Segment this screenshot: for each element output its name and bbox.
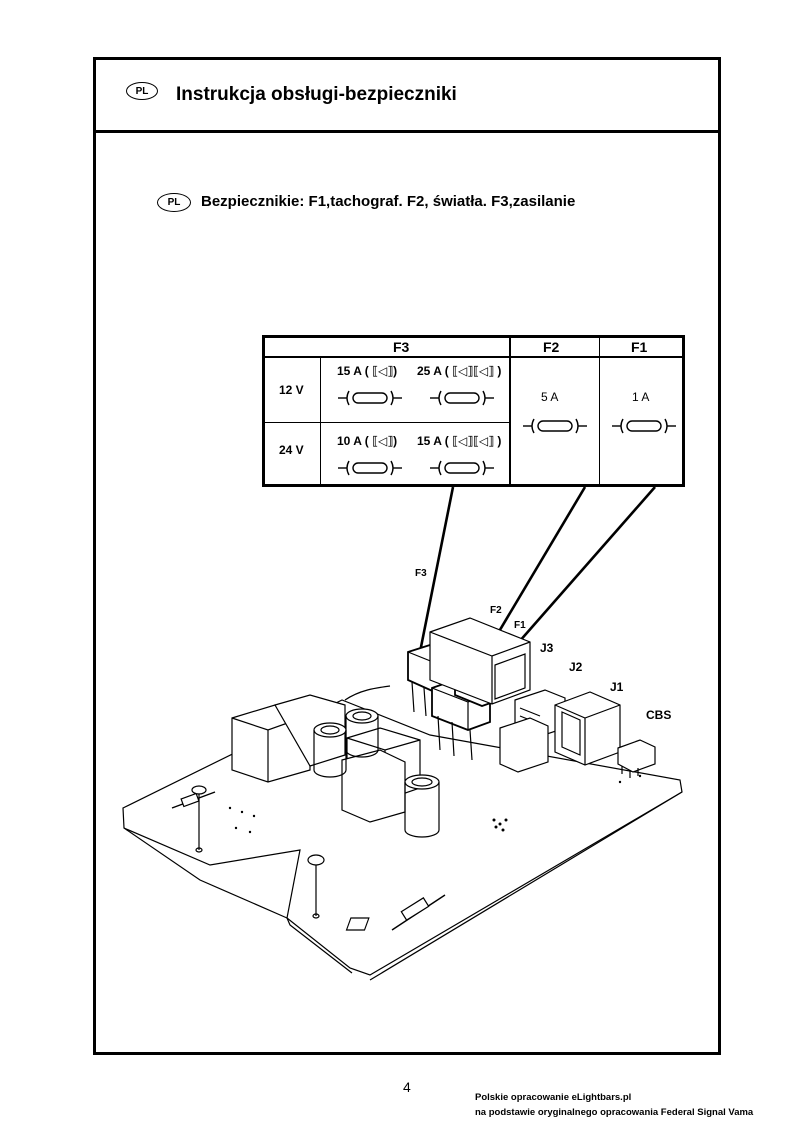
column-header-f2: F2 [543, 339, 560, 355]
fuse-symbol [523, 418, 587, 434]
section-heading: Bezpiecznikie: F1,tachograf. F2, światła… [201, 193, 576, 210]
header-bar: PL Instrukcja obsługi-bezpieczniki [96, 60, 718, 133]
section-language-badge: PL [157, 193, 191, 212]
leader-line-f1 [496, 486, 656, 668]
f3-24v-single-rating: 10 A ( ⟦◁⟧) [337, 434, 398, 448]
connector-j3 [429, 617, 531, 705]
language-badge: PL [126, 82, 158, 100]
board-pad [345, 917, 370, 931]
table-row-divider [265, 422, 509, 423]
table-col-divider [599, 338, 600, 484]
diagram-label-f2: F2 [490, 605, 502, 616]
single-lightbar-icon: ⟦◁⟧ [372, 364, 394, 378]
f3-24v-double-rating: 15 A ( ⟦◁⟧⟦◁⟧ ) [417, 434, 502, 448]
f1-rating: 1 A [632, 390, 650, 404]
capacitor-component [345, 708, 379, 758]
diagram-label-cbs: CBS [646, 708, 672, 722]
resistor-component [171, 791, 216, 809]
credit-text: Polskie opracowanie eLightbars.pl na pod… [475, 1090, 753, 1120]
fuse-symbol [338, 460, 402, 476]
table-col-divider [320, 358, 321, 484]
column-header-f1: F1 [631, 339, 648, 355]
double-lightbar-icon: ⟦◁⟧⟦◁⟧ [448, 434, 498, 448]
credit-line: na podstawie oryginalnego opracowania Fe… [475, 1107, 754, 1118]
f3-12v-double-rating: 25 A ( ⟦◁⟧⟦◁⟧ ) [417, 364, 502, 378]
relay-component [341, 749, 406, 823]
fuse-symbol [338, 390, 402, 406]
fuse-rating-table: F3 F2 F1 12 V 24 V 15 A ( ⟦◁⟧) 25 A ( ⟦◁… [262, 335, 685, 487]
table-header-divider [265, 356, 682, 358]
fuse-symbol [430, 460, 494, 476]
standoff-component [307, 854, 325, 919]
diagram-label-j1: J1 [610, 680, 624, 694]
column-header-f3: F3 [393, 339, 410, 355]
credit-line: Polskie opracowanie eLightbars.pl [475, 1092, 632, 1103]
connector-j1 [554, 691, 621, 766]
f2-rating: 5 A [541, 390, 559, 404]
resistor-component [391, 894, 446, 931]
row-label-12v: 12 V [279, 383, 304, 397]
capacitor-component [404, 774, 440, 838]
double-lightbar-icon: ⟦◁⟧⟦◁⟧ [448, 364, 498, 378]
diagram-label-f1: F1 [514, 620, 526, 631]
table-col-divider [509, 338, 511, 484]
wire [344, 685, 391, 701]
leader-line-f2 [486, 486, 587, 651]
row-label-24v: 24 V [279, 443, 304, 457]
fuse-symbols [338, 390, 676, 476]
f3-12v-single-rating: 15 A ( ⟦◁⟧) [337, 364, 398, 378]
board-dots [228, 774, 642, 834]
diagram-label-j3: J3 [540, 641, 554, 655]
fuse-symbol [612, 418, 676, 434]
leader-line-f3 [418, 486, 455, 653]
single-lightbar-icon: ⟦◁⟧ [372, 434, 394, 448]
capacitor-component [313, 722, 347, 778]
diagram-label-j2: J2 [569, 660, 583, 674]
diagram-label-f3: F3 [415, 568, 427, 579]
page-number: 4 [403, 1079, 411, 1095]
connector-cbs [617, 739, 656, 773]
fuse-symbol [430, 390, 494, 406]
standoff-component [191, 785, 207, 853]
page-frame: PL Instrukcja obsługi-bezpieczniki [93, 57, 721, 1055]
page-title: Instrukcja obsługi-bezpieczniki [176, 84, 457, 105]
